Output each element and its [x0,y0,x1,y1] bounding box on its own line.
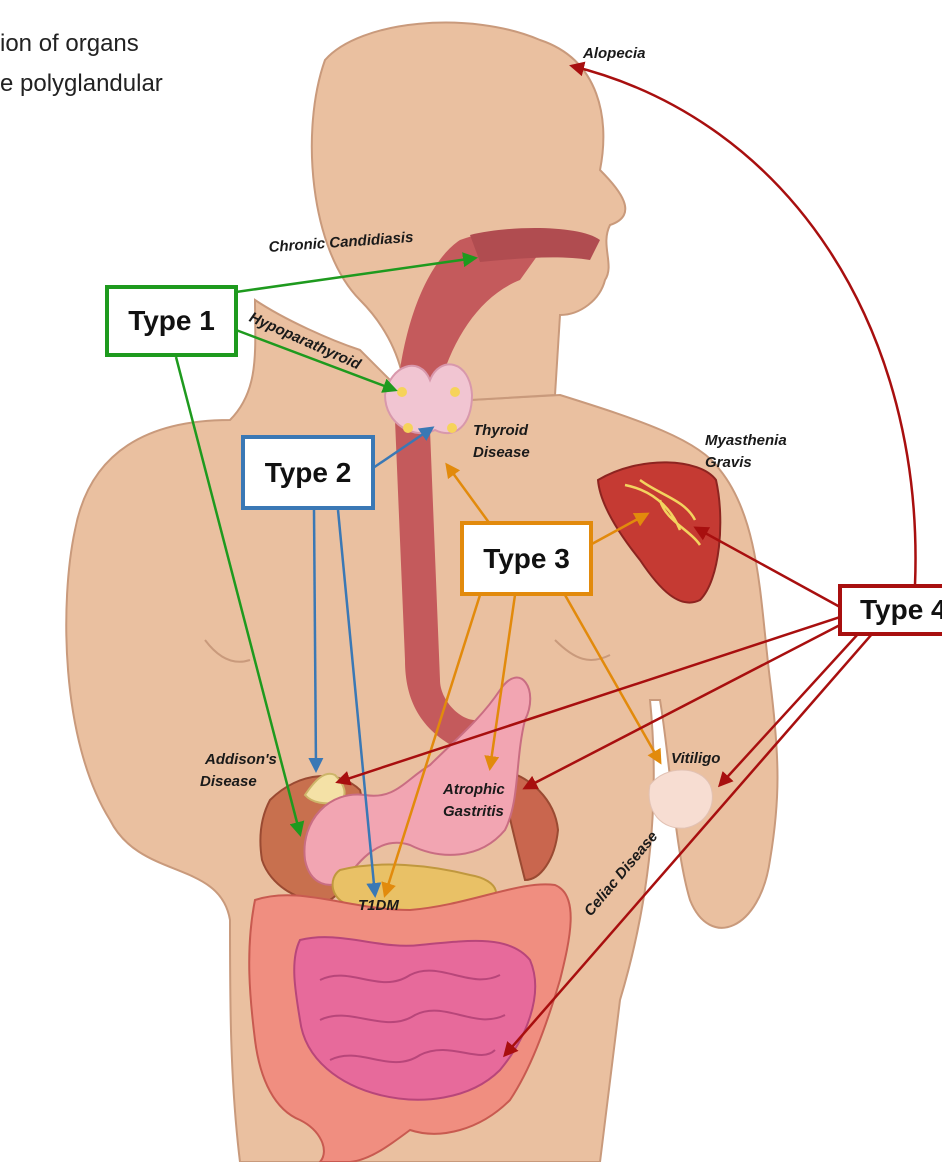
type1-box: Type 1 [105,285,238,357]
head-shape [312,23,625,400]
type4-box: Type 4 [838,584,942,636]
label-t1dm: T1DM [358,896,399,915]
label-thyroid-line1: Thyroid [473,421,528,440]
label-atrophic-line1: Atrophic [443,780,505,799]
oral-cavity [470,228,600,262]
label-vitiligo: Vitiligo [671,749,720,768]
type3-box: Type 3 [460,521,593,596]
label-myasthenia-line1: Myasthenia [705,431,787,450]
label-atrophic-line2: Gastritis [443,802,504,821]
caption-line-1: ion of organs [0,30,139,58]
label-myasthenia-line2: Gravis [705,453,752,472]
caption-line-2: e polyglandular [0,70,163,98]
label-alopecia: Alopecia [583,44,646,63]
label-addison-line1: Addison's [205,750,277,769]
vitiligo-patch [649,770,712,828]
type2-box: Type 2 [241,435,375,510]
label-addison-line2: Disease [200,772,257,791]
label-thyroid-line2: Disease [473,443,530,462]
